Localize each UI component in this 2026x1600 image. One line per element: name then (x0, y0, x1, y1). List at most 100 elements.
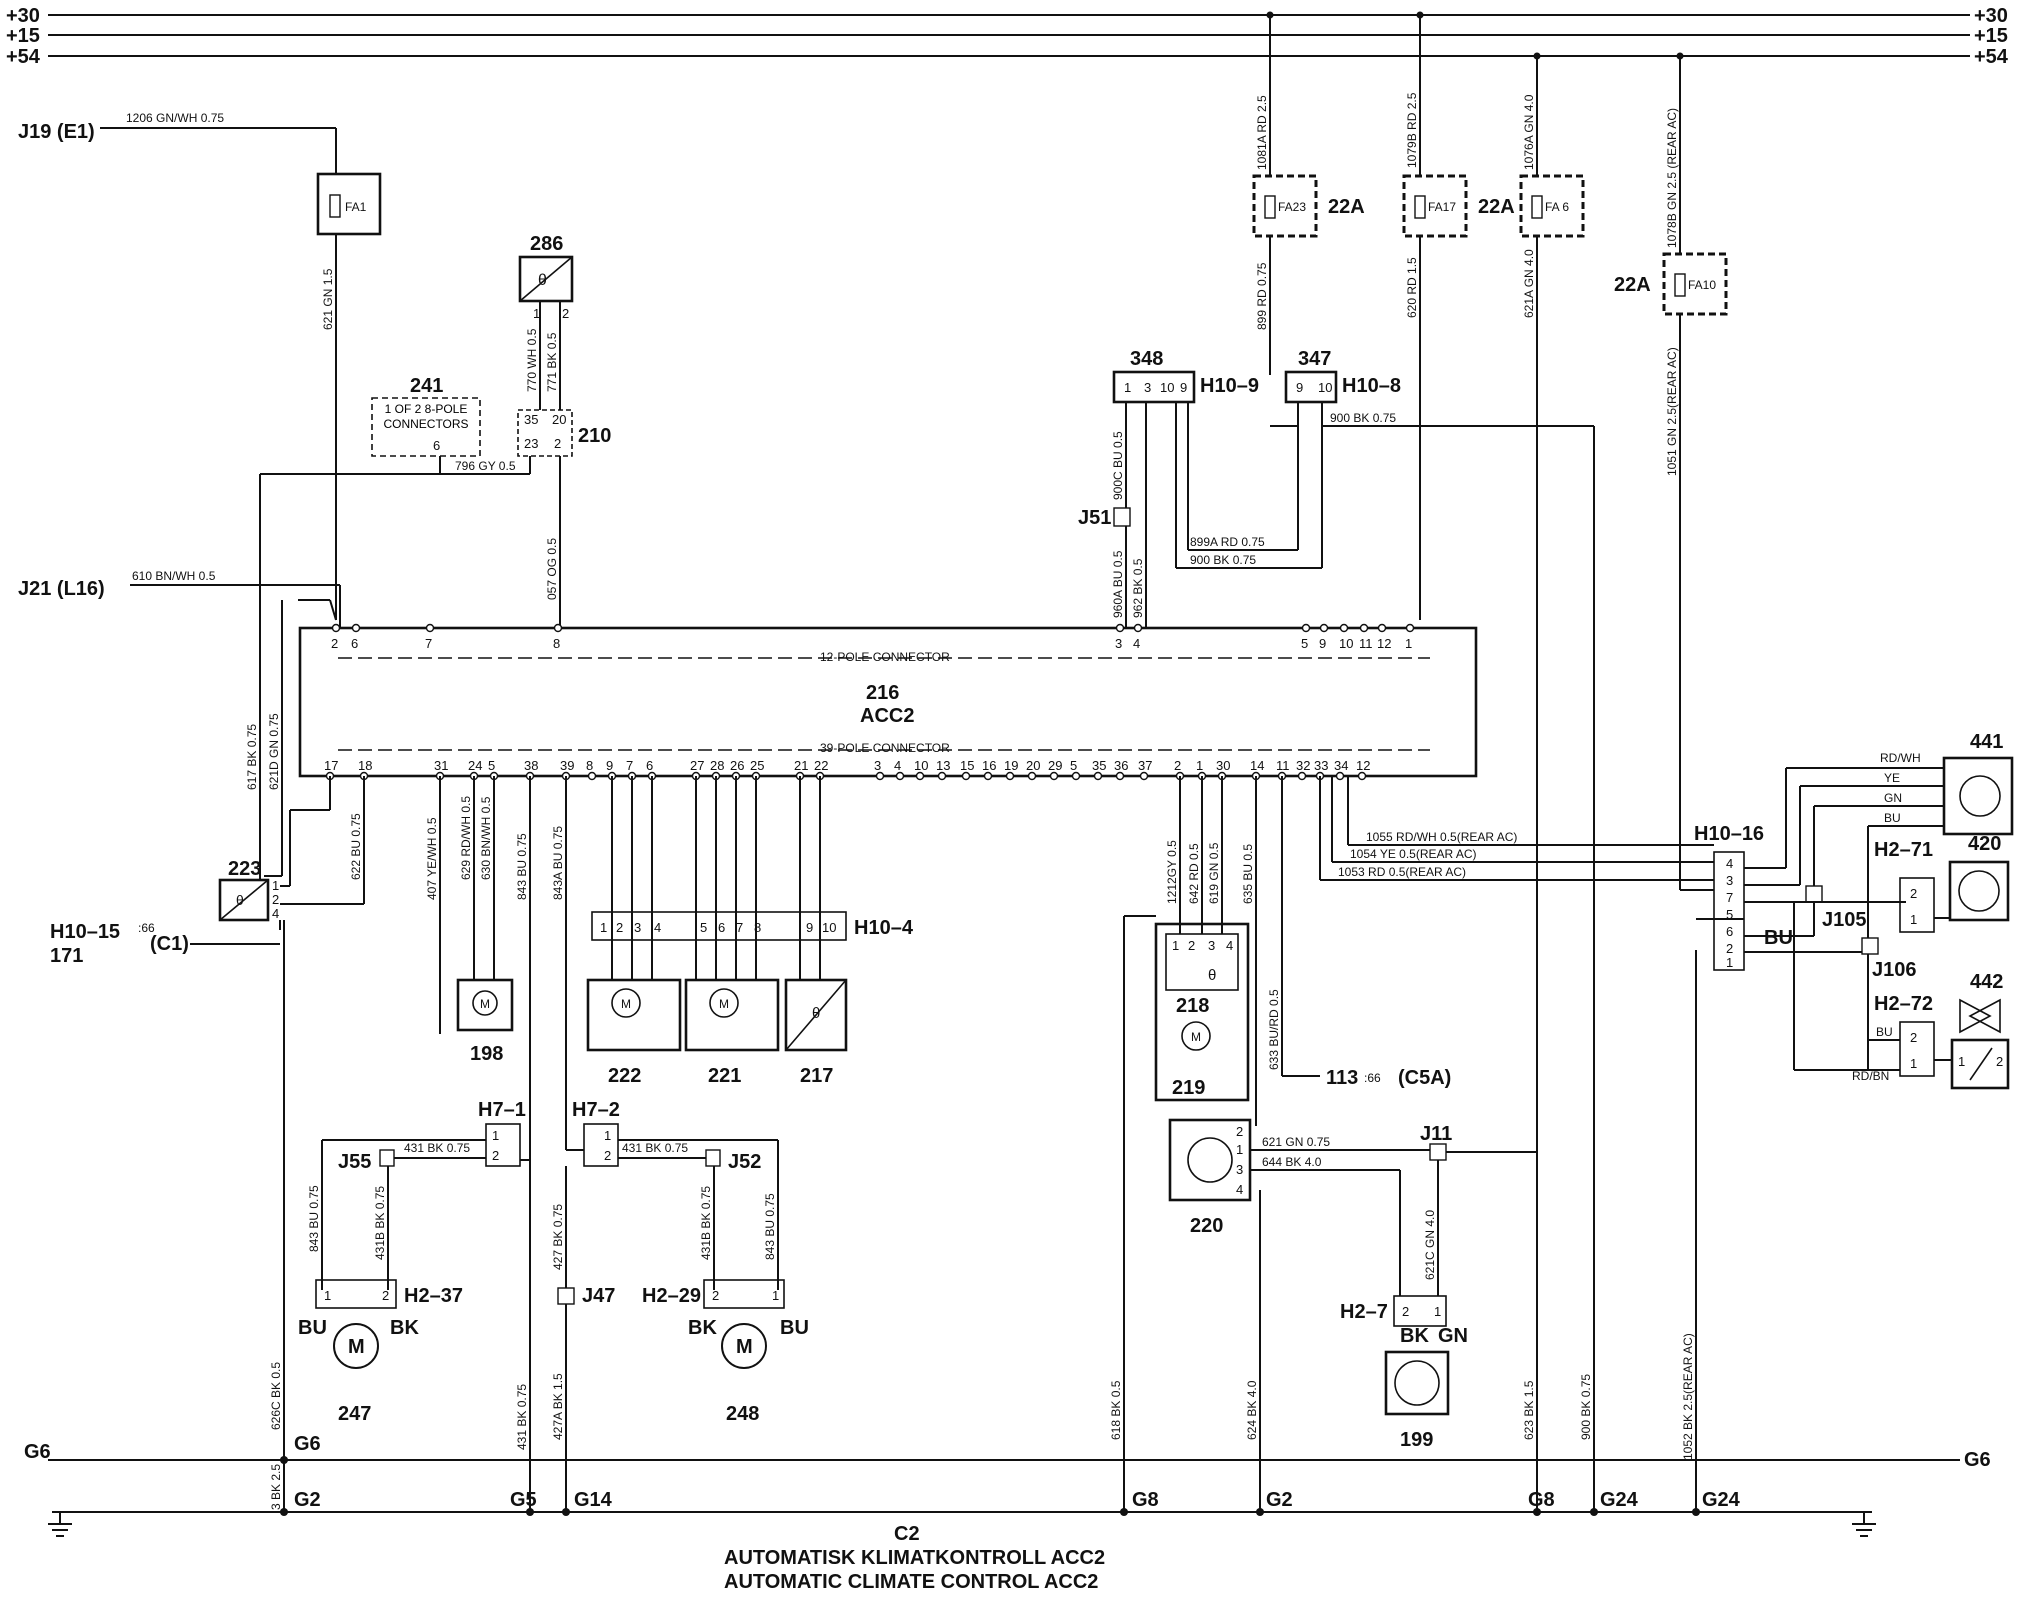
svg-text:2: 2 (554, 436, 561, 451)
wire-label: 057 OG 0.5 (545, 538, 559, 600)
wire-label: 622 BU 0.75 (349, 813, 363, 880)
ecu-pin-number: 4 (894, 758, 901, 773)
ecu-pin (1071, 771, 1081, 781)
component-number: 442 (1970, 971, 2003, 993)
wire-color: GN (1438, 1325, 1468, 1347)
wire-label: 899 RD 0.75 (1255, 262, 1269, 330)
component-number: 210 (578, 425, 611, 447)
junction-label: J51 (1078, 507, 1111, 529)
ecu-pin-number: 39 (560, 758, 574, 773)
svg-text:2: 2 (382, 1288, 389, 1303)
wire-label: 960A BU 0.5 (1111, 550, 1125, 618)
ecu-pin-number: 12 (1356, 758, 1370, 773)
ecu-pin-number: 18 (358, 758, 372, 773)
svg-text:2: 2 (604, 1148, 611, 1163)
junction-label: J106 (1872, 959, 1917, 981)
line-633: 633 BU/RD 0.5 113 :66 (C5A) (1267, 776, 1451, 1089)
wire-label: 962 BK 0.5 (1131, 558, 1145, 618)
component-number: 221 (708, 1065, 741, 1087)
svg-text:6: 6 (433, 438, 440, 453)
component-number: 198 (470, 1043, 503, 1065)
ecu-pin (1115, 623, 1125, 633)
ecu-pin-number: 5 (1070, 758, 1077, 773)
ecu-pin (1093, 771, 1103, 781)
ecu-pin-number: 34 (1334, 758, 1348, 773)
svg-text:2: 2 (562, 306, 569, 321)
actuator-222: M 222 (586, 978, 682, 1087)
ecu-pin-number: 5 (1301, 636, 1308, 651)
ecu-pin-number: 10 (1339, 636, 1353, 651)
svg-text:4: 4 (1726, 856, 1733, 871)
svg-text:3: 3 (1726, 873, 1733, 888)
ecu-pin (1335, 771, 1345, 781)
wire-color: YE (1884, 771, 1900, 785)
ecu-pin (1297, 771, 1307, 781)
ecu-pin-number: 33 (1314, 758, 1328, 773)
motor-symbol: M (480, 997, 490, 1011)
ecu-pin (1339, 623, 1349, 633)
component-number: 217 (800, 1065, 833, 1087)
rail-54-left: +54 (6, 46, 41, 68)
fuse-label: FA10 (1688, 278, 1716, 292)
wire-label: 431 BK 0.75 (622, 1141, 688, 1155)
svg-text:2: 2 (492, 1148, 499, 1163)
sensor-223: 223 θ 124 H10–15 :66 171 (C1) (50, 858, 285, 1460)
svg-text:4: 4 (1236, 1182, 1243, 1197)
svg-text:2: 2 (1910, 1030, 1917, 1045)
wire-label: 1052 BK 2.5(REAR AC) (1681, 1333, 1695, 1460)
relay-h7-1: H7–1 12 J55 431 BK 0.75 843 BU 0.75 431B… (307, 1099, 530, 1290)
svg-text:3: 3 (1208, 938, 1215, 953)
wire-label: 3 BK 2.5 (269, 1464, 283, 1510)
component-number: 420 (1968, 833, 2001, 855)
ecu-pin (1319, 623, 1329, 633)
svg-text:23: 23 (524, 436, 538, 451)
svg-text:2: 2 (272, 892, 279, 907)
component-number: 441 (1970, 731, 2003, 753)
ecu-pin (1357, 771, 1367, 781)
wire-label: 626C BK 0.5 (269, 1362, 283, 1430)
ecu-pin (1359, 623, 1369, 633)
wire-color: BU (1884, 811, 1901, 825)
ground-g2: G2 (294, 1489, 321, 1511)
ref-113: 113 (1326, 1067, 1358, 1089)
fuse-zone-label: 22A (1328, 196, 1365, 218)
ecu-pin-number: 20 (1026, 758, 1040, 773)
ecu-pin (937, 771, 947, 781)
motor-symbol: M (348, 1336, 365, 1358)
fuse-zone-label: 22A (1478, 196, 1515, 218)
ecu-pin-number: 8 (586, 758, 593, 773)
ground-g14: G14 (574, 1489, 613, 1511)
ecu-pin-number: 17 (324, 758, 338, 773)
connector-label: H10–4 (854, 917, 914, 939)
ecu-pin-number: 1 (1405, 636, 1412, 651)
fuse-fa6: 1076A GN 4.0 FA 6 621A GN 4.0 (1519, 52, 1585, 1156)
svg-text:1: 1 (1958, 1054, 1965, 1069)
ecu-pin-number: 11 (1359, 636, 1373, 651)
wire-label: 1055 RD/WH 0.5(REAR AC) (1366, 830, 1517, 844)
connector-pin-number: 9 (806, 920, 813, 935)
wire-label: 1051 GN 2.5(REAR AC) (1665, 347, 1679, 476)
svg-text:9: 9 (1180, 380, 1187, 395)
wire-label: 621C GN 4.0 (1423, 1210, 1437, 1280)
ecu-216: 12-POLE CONNECTOR 39-POLE CONNECTOR 216 … (298, 623, 1478, 781)
ground-g2b: G2 (1266, 1489, 1293, 1511)
wire-label: 843 BU 0.75 (763, 1193, 777, 1260)
j21-line: 610 BN/WH 0.5 J21 (L16) (18, 569, 341, 632)
wire-label: 431 BK 0.75 (515, 1384, 529, 1450)
ecu-pin-number: 6 (646, 758, 653, 773)
wire-color: BK (1400, 1325, 1429, 1347)
fuse-label: FA 6 (1545, 200, 1569, 214)
ecu-name: ACC2 (860, 705, 914, 727)
fuse-zone-label: 22A (1614, 274, 1651, 296)
ecu-pin-number: 9 (606, 758, 613, 773)
wire-label: 621 GN 1.5 (321, 268, 335, 330)
wire-label: 427A BK 1.5 (551, 1373, 565, 1440)
component-number: 348 (1130, 348, 1163, 370)
fuse-label: FA17 (1428, 200, 1456, 214)
ecu-pin (587, 771, 597, 781)
ecu-pin (1005, 771, 1015, 781)
